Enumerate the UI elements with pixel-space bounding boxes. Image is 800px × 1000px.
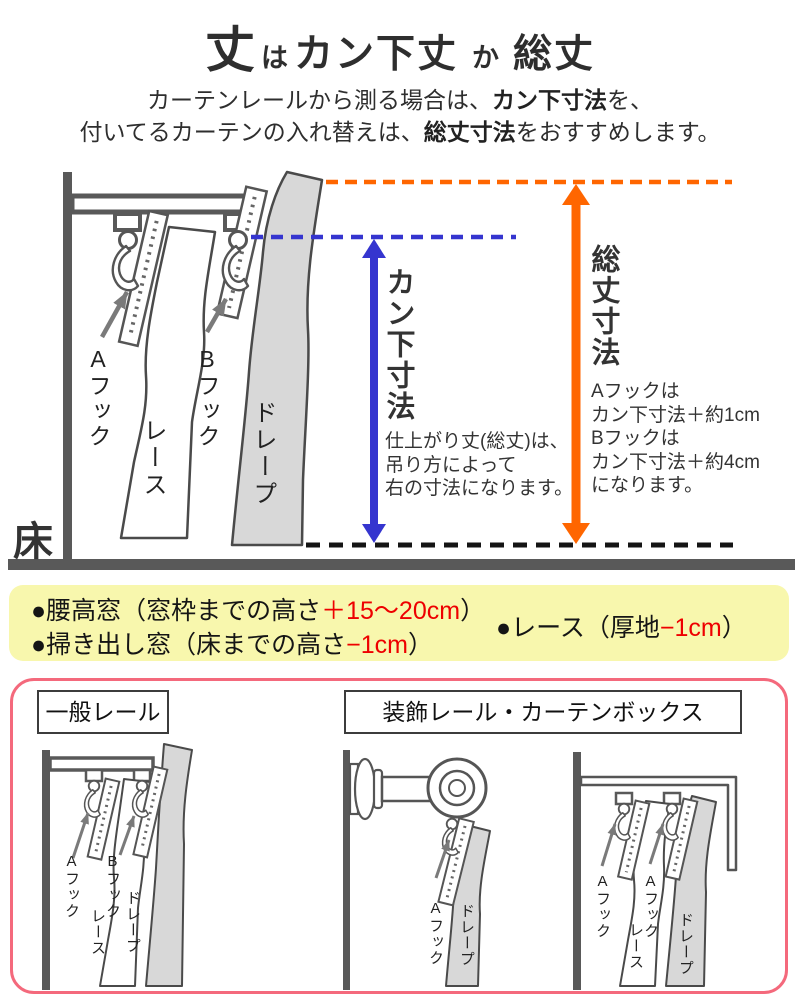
runner [113, 212, 142, 232]
general-lace-label: レース [89, 908, 106, 956]
note-floor-window: ●掃き出し窓（床までの高さ−1cm） [31, 631, 433, 659]
page-title: 丈はカン下丈か総丈 [0, 10, 800, 82]
box-drape-label: ドレープ [677, 912, 694, 976]
subtitle-line2: 付いてるカーテンの入れ替えは、総丈寸法をおすすめします。 [79, 119, 721, 145]
general-drape-label: ドレープ [124, 890, 141, 954]
curtain-box-art [573, 752, 738, 990]
general-rail-header: 一般レール [37, 690, 169, 734]
general-rail-art [42, 743, 193, 990]
kanshita-note: 仕上がり丈(総丈)は、 吊り方によって 右の寸法になります。 [385, 431, 574, 499]
drape-label: ドレープ [249, 400, 276, 508]
title-ka: か [472, 43, 499, 73]
pointer-arrow [205, 297, 228, 334]
subtitle: カーテンレールから測る場合は、カン下寸法を、 付いてるカーテンの入れ替えは、総丈… [0, 84, 800, 148]
soutake-measure-label: 総丈寸法 [587, 244, 619, 368]
soutake-note: Aフックは カン下寸法＋約1cm Bフックは カン下寸法＋約4cm になります。 [591, 381, 760, 496]
box-a-hook-label-2: Aフック [642, 873, 659, 939]
floor [8, 559, 795, 570]
general-b-hook-label: Bフック [104, 853, 121, 919]
title-soutake: 総丈 [513, 33, 596, 76]
b-hook-label: Bフック [194, 346, 220, 449]
rail-types-panel [10, 678, 788, 994]
note-waist-window: ●腰高窓（窓枠までの高さ＋15～20cm） [31, 597, 486, 625]
wall [63, 172, 72, 562]
lace-curtain [119, 225, 217, 540]
floor-label: 床 [13, 520, 53, 564]
a-hook-label: Aフック [85, 346, 111, 449]
box-a-hook-label-1: Aフック [594, 873, 611, 939]
title-wa: は [260, 43, 288, 73]
curtain-hook [111, 230, 140, 292]
title-take: 丈 [204, 22, 255, 78]
drape-curtain [230, 170, 324, 547]
decorative-rail-header: 装飾レール・カーテンボックス [344, 690, 742, 734]
size-adjustment-band [9, 585, 789, 661]
soutake-measure-arrow [562, 184, 590, 544]
title-kanshita-take: カン下丈 [293, 33, 458, 76]
decorative-rail-art [343, 750, 491, 990]
kanshita-measure-label: カン下寸法 [382, 267, 414, 422]
hook-tape [117, 209, 170, 348]
kanshita-measure-arrow [362, 239, 386, 543]
curtain-rail [69, 193, 257, 215]
note-lace: ●レース（厚地−1cm） [496, 614, 747, 642]
main-diagram-art [8, 170, 795, 570]
box-lace-label: レース [627, 922, 644, 970]
subtitle-line1: カーテンレールから測る場合は、カン下寸法を、 [147, 87, 653, 113]
lace-label: レース [139, 418, 166, 499]
decorative-drape-label: ドレープ [458, 903, 475, 967]
pointer-arrow [100, 290, 129, 339]
decorative-a-hook-label: Aフック [427, 900, 444, 966]
general-a-hook-label: Aフック [63, 853, 80, 919]
curtain-box-profile [579, 775, 738, 872]
